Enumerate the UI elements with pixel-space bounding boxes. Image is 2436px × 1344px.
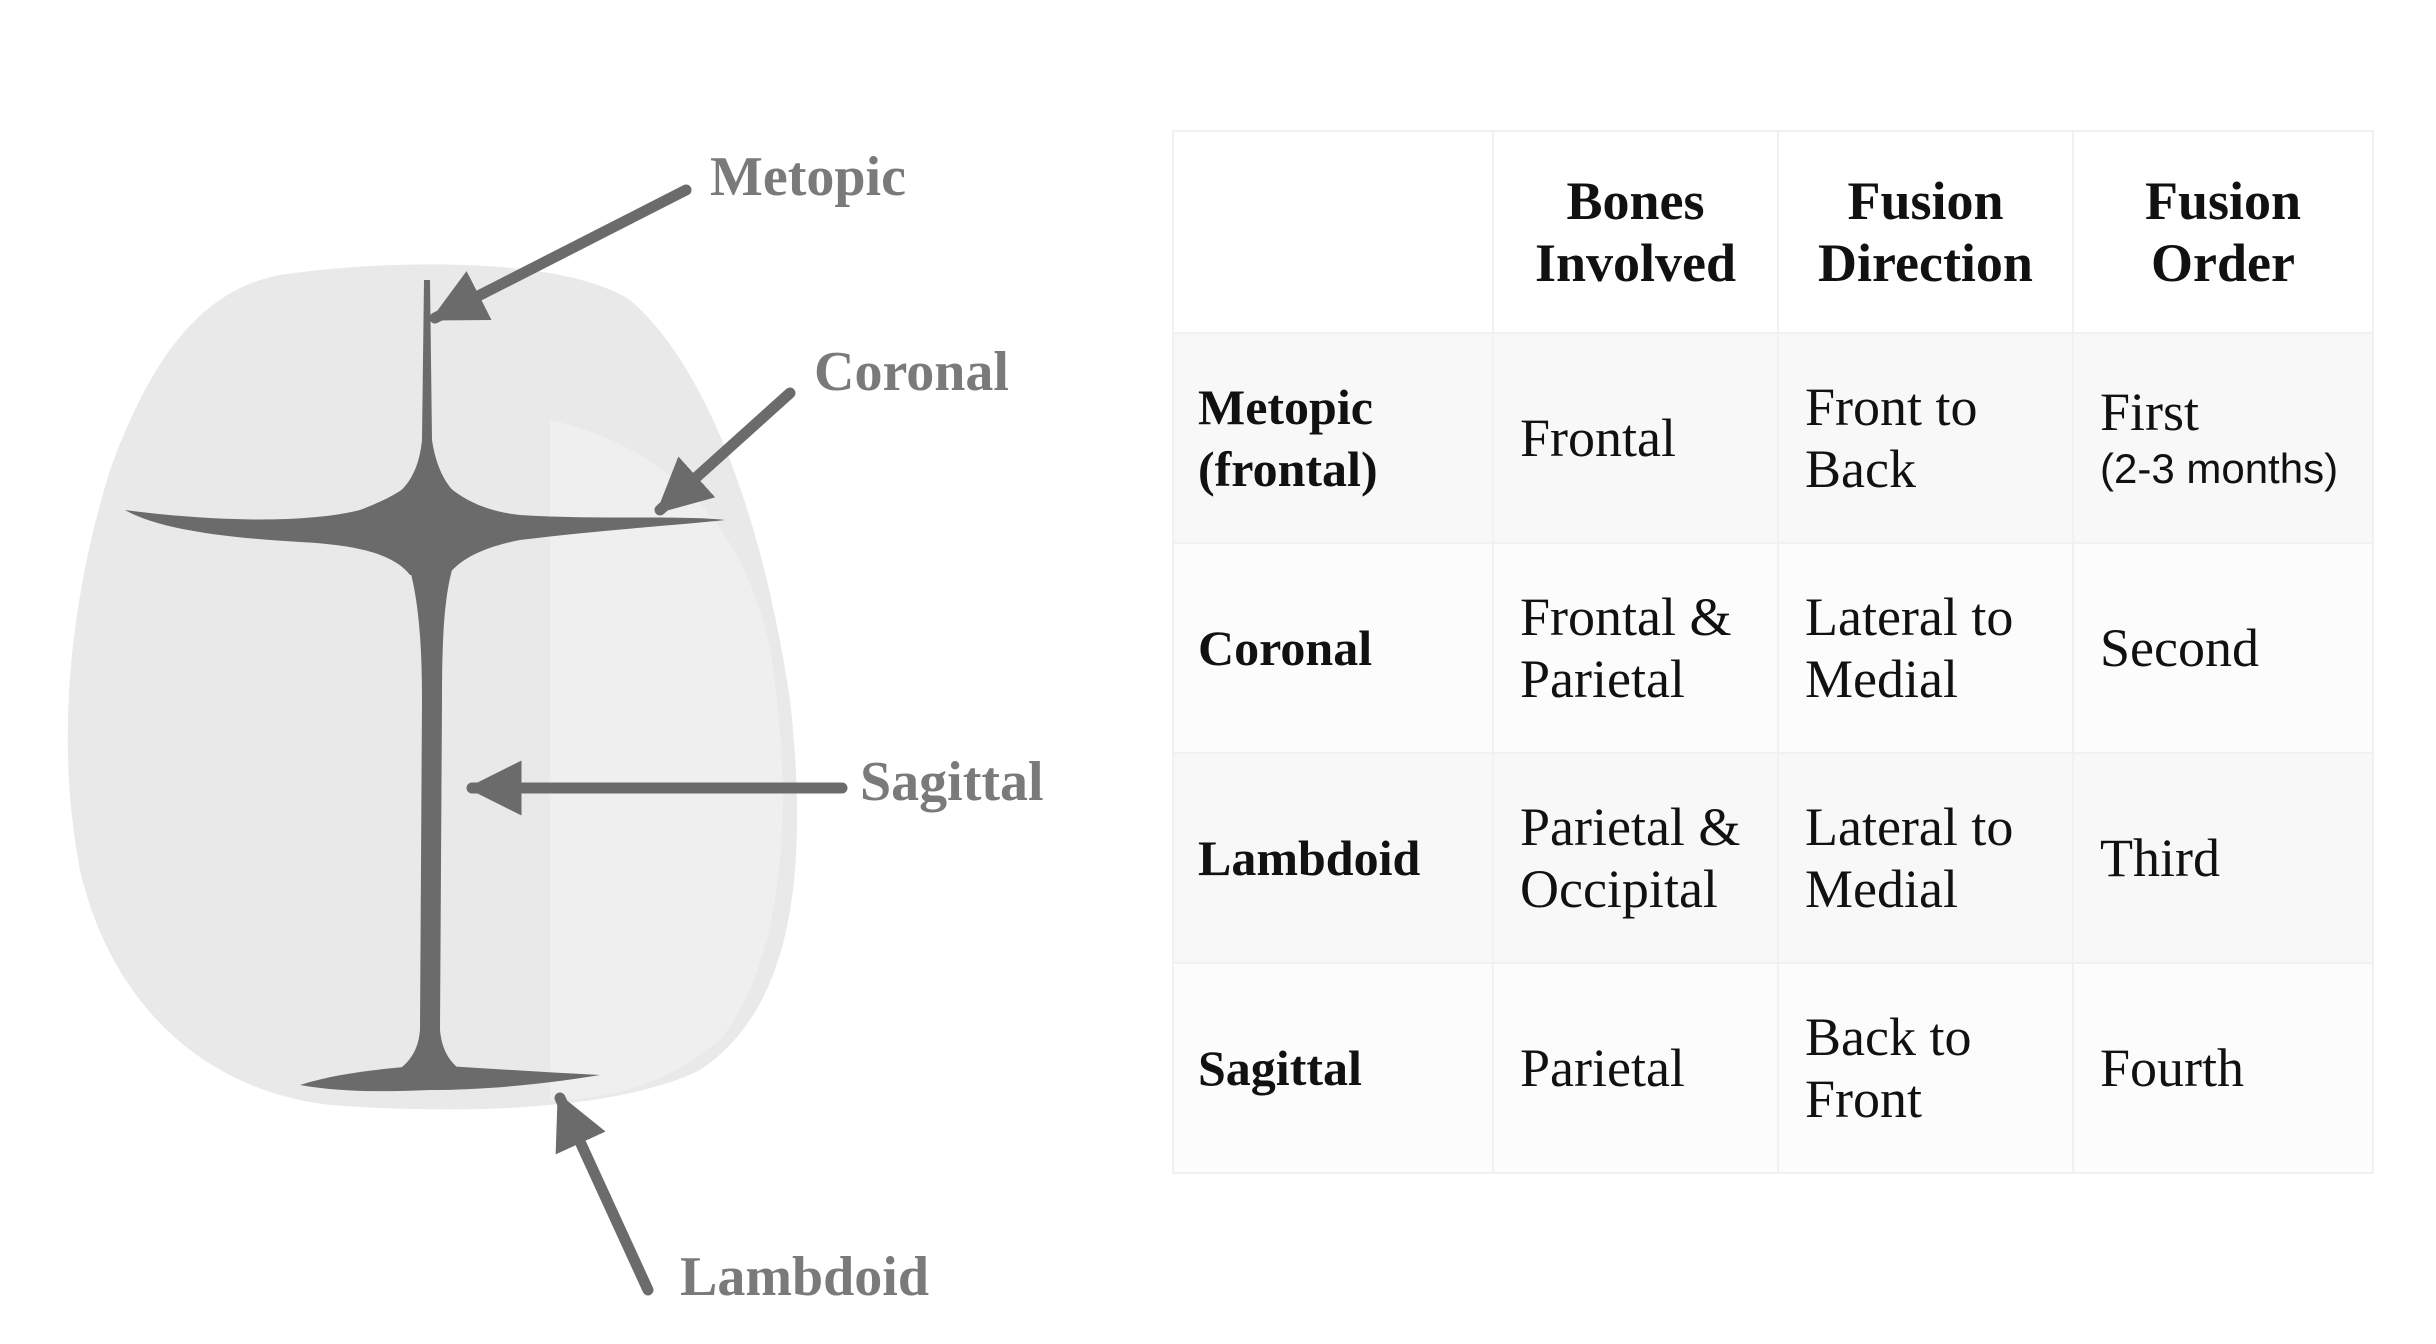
suture-name: Coronal [1172,542,1494,754]
bones-involved: Frontal & Parietal [1492,542,1779,754]
fusion-order-value: Second [2100,618,2259,678]
table-header-row: Bones Involved Fusion Direction Fusion O… [1172,130,2374,334]
metopic-suture [380,280,470,505]
fusion-order: Fourth [2072,962,2374,1174]
suture-fusion-table-container: Bones Involved Fusion Direction Fusion O… [1172,130,2374,1174]
lambdoid-label: Lambdoid [680,1246,929,1308]
suture-lines [125,280,725,1092]
bones-involved: Parietal [1492,962,1779,1174]
suture-fusion-table: Bones Involved Fusion Direction Fusion O… [1172,130,2374,1174]
suture-name: Sagittal [1172,962,1494,1174]
fusion-order-value: Third [2100,828,2220,888]
suture-name: Lambdoid [1172,752,1494,964]
fusion-direction: Back to Front [1777,962,2074,1174]
fusion-order-value: First [2100,382,2200,442]
skull-suture-diagram: Metopic Coronal Sagittal Lambdoid [67,146,1044,1308]
bones-involved: Frontal [1492,332,1779,544]
suture-name: Metopic (frontal) [1172,332,1494,544]
header-fusion-order: Fusion Order [2072,130,2374,334]
fusion-direction: Lateral to Medial [1777,752,2074,964]
fusion-order-value: Fourth [2100,1038,2245,1098]
fusion-order: Third [2072,752,2374,964]
skull-shade [550,420,783,1100]
fusion-order-note: (2-3 months) [2100,445,2339,492]
fusion-direction: Lateral to Medial [1777,542,2074,754]
fusion-order: First (2-3 months) [2072,332,2374,544]
coronal-arrow [654,387,796,516]
table-row: Metopic (frontal) Frontal Front to Back … [1172,332,2374,544]
table-row: Coronal Frontal & Parietal Lateral to Me… [1172,542,2374,754]
header-fusion-direction: Fusion Direction [1777,130,2074,334]
bones-involved: Parietal & Occipital [1492,752,1779,964]
sagittal-suture [385,570,475,1078]
coronal-label: Coronal [814,341,1009,403]
arrows [429,184,848,1296]
metopic-arrow [429,184,692,324]
table-row: Sagittal Parietal Back to Front Fourth [1172,962,2374,1174]
lambdoid-arrow [554,1092,654,1296]
fusion-direction: Front to Back [1777,332,2074,544]
sagittal-label: Sagittal [860,751,1044,813]
metopic-label: Metopic [710,146,906,208]
lambdoid-suture [300,1065,600,1092]
header-blank [1172,130,1494,334]
coronal-suture [125,460,725,575]
fusion-order: Second [2072,542,2374,754]
header-bones-involved: Bones Involved [1492,130,1779,334]
table-row: Lambdoid Parietal & Occipital Lateral to… [1172,752,2374,964]
